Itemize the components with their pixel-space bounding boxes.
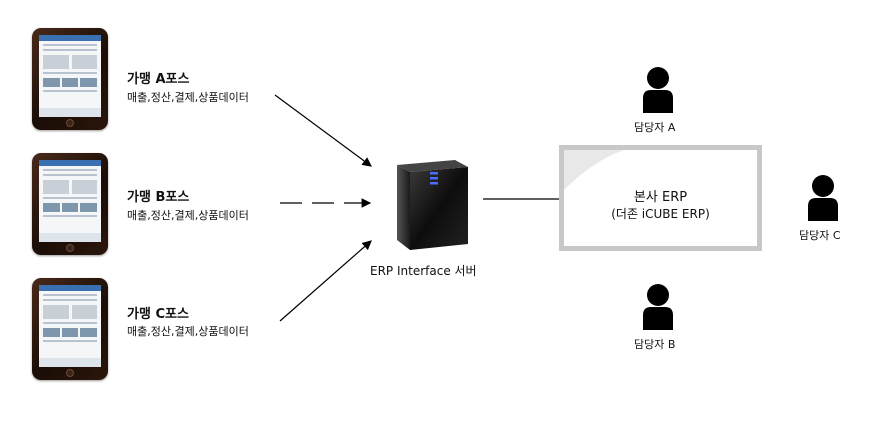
arrow-a-to-server [274,94,372,167]
arrow-c-to-server [279,240,372,322]
server-label: ERP Interface 서버 [370,264,477,278]
pos-c-title: 가맹 C포스 [127,307,189,322]
person-b-label: 담당자 B [634,338,676,351]
pos-b-title: 가맹 B포스 [127,190,190,205]
pos-a-subtitle: 매출,정산,결제,상품데이터 [127,91,249,104]
tablet-icon [32,278,108,380]
page-curl-icon [564,150,624,190]
person-c-label: 담당자 C [799,229,841,242]
pos-b-subtitle: 매출,정산,결제,상품데이터 [127,209,249,222]
tablet-icon [32,28,108,130]
person-a-label: 담당자 A [634,121,676,134]
pos-a-title: 가맹 A포스 [127,72,190,87]
pos-c-subtitle: 매출,정산,결제,상품데이터 [127,325,249,338]
erp-subtitle: (더존 iCUBE ERP) [611,207,710,221]
erp-box: 본사 ERP (더존 iCUBE ERP) [559,145,762,251]
erp-title: 본사 ERP [633,190,688,205]
tablet-icon [32,153,108,255]
